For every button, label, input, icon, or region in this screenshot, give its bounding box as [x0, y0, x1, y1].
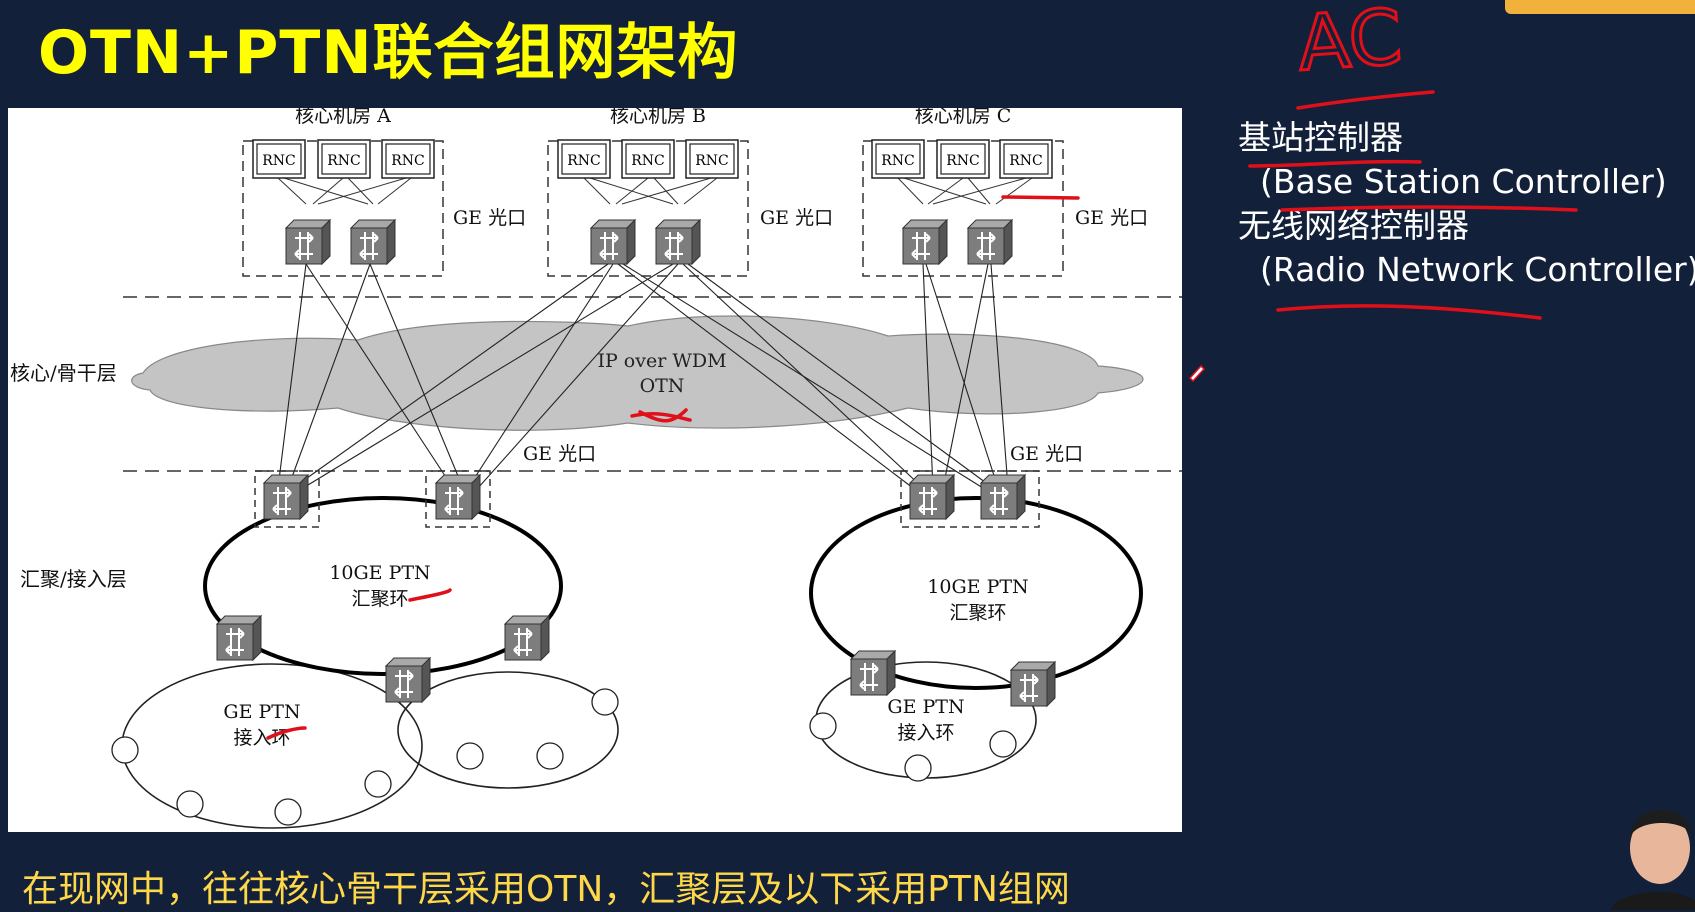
rnc-chinese: 无线网络控制器 — [1238, 206, 1469, 245]
core-room-c: 核心机房 C RNC RNC RNC GE 光口 — [862, 108, 1148, 277]
presenter-avatar — [1610, 810, 1695, 910]
page-title: OTN+PTN联合组网架构 — [38, 18, 739, 88]
rnc-label: RNC — [1009, 153, 1043, 169]
core-links — [277, 263, 1009, 489]
ge-port-label: GE 光口 — [1075, 207, 1148, 229]
switch-icon — [902, 219, 948, 265]
diagram-canvas: IP over WDM OTN 核心/骨干层 汇聚/接入层 — [10, 108, 1182, 829]
switch-icon — [1010, 661, 1056, 707]
core-room-b: 核心机房 B RNC RNC RNC GE 光口 — [547, 108, 833, 277]
right-access-ring: GE PTN 接入环 — [809, 661, 1037, 782]
switch-icon — [285, 219, 331, 265]
switch-icon — [909, 474, 955, 520]
aggregation-ring-label: 汇聚环 — [351, 588, 408, 610]
core-room-a: 核心机房 A RNC RNC RNC GE 光口 — [242, 108, 526, 277]
left-access-ring: GE PTN 接入环 — [111, 663, 619, 829]
architecture-diagram: IP over WDM OTN 核心/骨干层 汇聚/接入层 — [8, 108, 1182, 832]
core-room-a-label: 核心机房 A — [295, 108, 391, 127]
footer-caption: 在现网中，往往核心骨干层采用OTN，汇聚层及以下采用PTN组网 — [22, 869, 1070, 910]
rnc-label: RNC — [391, 153, 425, 169]
aggregation-ring-label: 汇聚环 — [949, 602, 1006, 624]
rnc-label: RNC — [262, 153, 296, 169]
access-ring-label: 接入环 — [897, 722, 954, 744]
ge-port-label: GE 光口 — [453, 207, 526, 229]
switch-icon — [435, 474, 481, 520]
rnc-label: RNC — [567, 153, 601, 169]
ge-ptn-label: GE PTN — [223, 701, 300, 723]
switch-icon — [967, 219, 1013, 265]
ge-port-label: GE 光口 — [1010, 443, 1083, 465]
switch-icon — [350, 219, 396, 265]
cloud-label-otn: OTN — [640, 375, 685, 397]
rnc-label: RNC — [631, 153, 665, 169]
core-room-b-label: 核心机房 B — [610, 108, 706, 127]
rnc-english: (Radio Network Controller) — [1260, 250, 1695, 289]
access-ring-label: 接入环 — [233, 727, 290, 749]
switch-icon — [590, 219, 636, 265]
switch-icon — [385, 657, 431, 703]
core-layer-label: 核心/骨干层 — [10, 361, 117, 385]
bsc-chinese: 基站控制器 — [1238, 118, 1403, 157]
ge-port-label: GE 光口 — [523, 443, 596, 465]
switch-icon — [504, 615, 550, 661]
brand-logo-fragment — [1505, 0, 1695, 14]
10ge-ptn-label: 10GE PTN — [927, 576, 1028, 598]
notes-panel: 基站控制器 (Base Station Controller) 无线网络控制器 … — [1238, 116, 1695, 292]
cloud-label-ip-over-wdm: IP over WDM — [597, 350, 726, 372]
switch-icon — [216, 615, 262, 661]
rnc-label: RNC — [881, 153, 915, 169]
rnc-label: RNC — [327, 153, 361, 169]
access-layer-label: 汇聚/接入层 — [20, 567, 127, 591]
rnc-label: RNC — [946, 153, 980, 169]
switch-icon — [655, 219, 701, 265]
switch-icon — [850, 650, 896, 696]
core-room-c-label: 核心机房 C — [915, 108, 1012, 127]
right-aggregation-ring: 10GE PTN 汇聚环 — [809, 496, 1143, 690]
otn-cloud: IP over WDM OTN — [131, 315, 1144, 431]
pen-cursor-icon — [1188, 364, 1206, 383]
10ge-ptn-label: 10GE PTN — [329, 562, 430, 584]
switch-icon — [980, 474, 1026, 520]
ge-port-label: GE 光口 — [760, 207, 833, 229]
left-aggregation-ring: 10GE PTN 汇聚环 — [203, 496, 563, 676]
handwritten-ac: AC — [1295, 0, 1405, 88]
switch-icon — [263, 474, 309, 520]
ge-ptn-label: GE PTN — [887, 696, 964, 718]
bsc-english: (Base Station Controller) — [1260, 162, 1667, 201]
rnc-label: RNC — [695, 153, 729, 169]
